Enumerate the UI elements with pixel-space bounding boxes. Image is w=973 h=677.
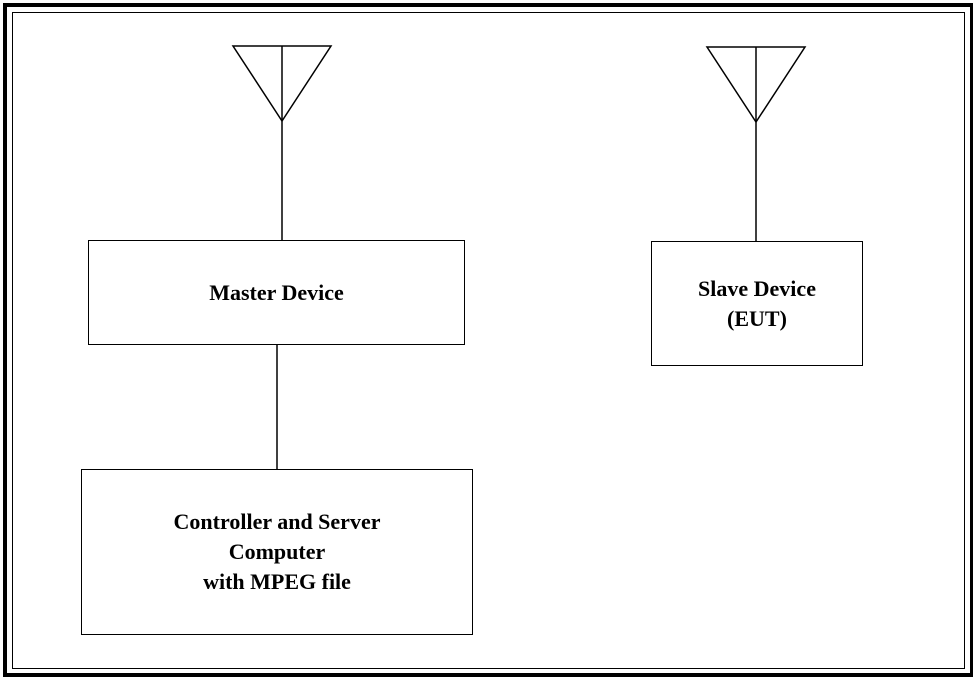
slave-antenna-icon — [705, 46, 807, 124]
slave-device-label: Slave Device (EUT) — [698, 275, 816, 331]
controller-computer-box: Controller and Server Computer with MPEG… — [81, 469, 473, 635]
master-device-box: Master Device — [88, 240, 465, 345]
slave-device-box: Slave Device (EUT) — [651, 241, 863, 366]
master-device-label: Master Device — [209, 279, 344, 305]
controller-computer-label: Controller and Server Computer with MPEG… — [173, 509, 381, 594]
outer-frame — [3, 3, 973, 677]
master-antenna-icon — [231, 45, 333, 123]
inner-frame — [12, 12, 965, 669]
